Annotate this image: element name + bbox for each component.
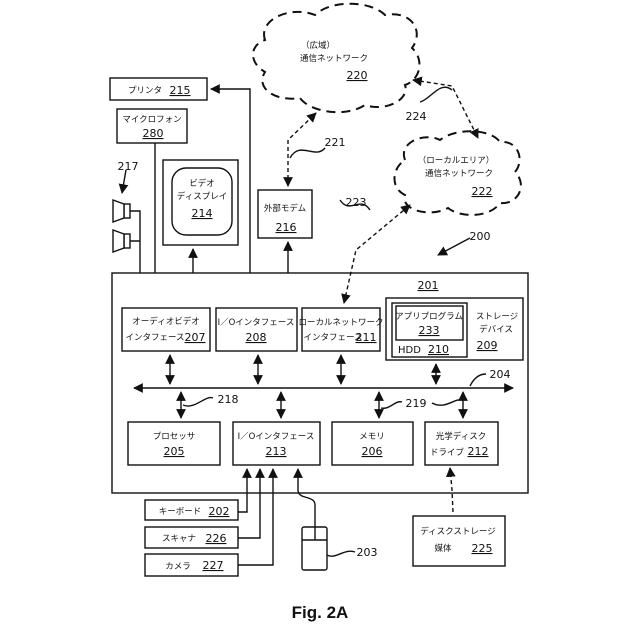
memory-box: メモリ 206: [332, 422, 413, 465]
ref-200: 200: [470, 230, 491, 243]
scanner-box: スキャナ 226: [145, 527, 238, 548]
keyboard-label: キーボード: [159, 507, 202, 517]
lan-interface-box: ローカルネットワーク インタフェース 211: [298, 308, 383, 351]
io-interface-213-box: I／Oインタフェース 213: [233, 422, 320, 465]
storage-label-2: デバイス: [479, 324, 513, 335]
io-208-number: 208: [246, 331, 267, 344]
hdd-number: 210: [428, 343, 449, 356]
io-208-label: I／Oインタフェース: [218, 318, 295, 328]
leader-203: [327, 551, 355, 556]
wan-label-line2: 通信ネットワーク: [300, 53, 368, 64]
camera-label: カメラ: [165, 562, 191, 572]
memory-number: 206: [362, 445, 383, 458]
ref-221: 221: [325, 136, 346, 149]
disk-storage-media-box: ディスクストレージ 媒体 225: [413, 516, 505, 566]
camera-box: カメラ 227: [145, 554, 238, 576]
camera-number: 227: [203, 559, 224, 572]
ref-218: 218: [218, 393, 239, 406]
av-interface-box: オーディオビデオ インタフェース 207: [122, 308, 210, 351]
lan-cloud: （ローカルエリア） 通信ネットワーク 222: [394, 131, 520, 215]
leader-221: [290, 148, 325, 158]
optical-drive-label-1: 光学ディスク: [436, 431, 486, 442]
storage-label-1: ストレージ: [476, 312, 518, 322]
app-program-number: 233: [419, 324, 440, 337]
av-interface-label-2: インタフェース: [125, 333, 184, 343]
wan-number: 220: [347, 69, 368, 82]
hdd-label: HDD: [398, 345, 421, 356]
optical-drive-number: 212: [468, 445, 489, 458]
lan-interface-label-2: インタフェース: [303, 333, 362, 343]
processor-number: 205: [164, 445, 185, 458]
ref-217: 217: [118, 160, 139, 173]
wan-label-line1: （広域）: [301, 40, 335, 51]
memory-label: メモリ: [359, 432, 385, 442]
optical-drive-label-2: ドライブ: [430, 447, 465, 458]
video-display-number: 214: [192, 207, 213, 220]
keyboard-box: キーボード 202: [145, 500, 238, 520]
video-display-label-1: ビデオ: [189, 178, 215, 189]
processor-box: プロセッサ 205: [128, 422, 220, 465]
printer-box: プリンタ 215: [110, 78, 207, 100]
video-display-label-2: ディスプレイ: [177, 191, 227, 202]
microphone-label: マイクロフォン: [122, 115, 181, 125]
storage-number: 209: [477, 339, 498, 352]
ref-224: 224: [406, 110, 427, 123]
arrow-200: [438, 238, 470, 255]
ref-201: 201: [418, 279, 439, 292]
ref-204: 204: [490, 368, 511, 381]
external-modem-box: 外部モデム 216: [258, 190, 312, 238]
scanner-label: スキャナ: [162, 534, 196, 544]
scanner-number: 226: [206, 532, 227, 545]
io-213-label: I／Oインタフェース: [238, 432, 315, 442]
ref-219: 219: [406, 397, 427, 410]
io-interface-208-box: I／Oインタフェース 208: [216, 308, 297, 351]
lan-label-line1: （ローカルエリア）: [418, 155, 495, 166]
microphone-box: マイクロフォン 280: [117, 109, 187, 143]
video-display-box: ビデオ ディスプレイ 214: [163, 160, 238, 245]
lan-label-line2: 通信ネットワーク: [425, 168, 493, 179]
disk-media-label-2: 媒体: [434, 543, 452, 554]
modem-number: 216: [276, 221, 297, 234]
av-interface-label-1: オーディオビデオ: [132, 316, 199, 327]
lan-interface-number: 211: [356, 331, 377, 344]
link-224: [413, 80, 478, 138]
modem-label: 外部モデム: [264, 203, 306, 214]
microphone-number: 280: [143, 127, 164, 140]
storage-device-box: アプリプログラム 233 HDD 210 ストレージ デバイス 209: [386, 298, 523, 360]
app-program-label: アプリプログラム: [395, 311, 463, 322]
processor-label: プロセッサ: [153, 432, 196, 442]
printer-number: 215: [170, 84, 191, 97]
lan-interface-label-1: ローカルネットワーク: [298, 318, 383, 328]
disk-media-number: 225: [472, 542, 493, 555]
leader-224: [420, 87, 452, 102]
optical-drive-box: 光学ディスク ドライブ 212: [425, 422, 498, 465]
printer-label: プリンタ: [128, 86, 162, 96]
io-213-number: 213: [266, 445, 287, 458]
speaker-icon: [124, 204, 130, 218]
wan-cloud: （広域） 通信ネットワーク 220: [253, 4, 419, 112]
disk-media-label-1: ディスクストレージ: [420, 526, 495, 537]
lan-number: 222: [472, 185, 493, 198]
ref-223: 223: [346, 196, 367, 209]
av-interface-number: 207: [185, 331, 206, 344]
speaker-icon: [124, 234, 130, 248]
figure-caption: Fig. 2A: [292, 603, 349, 622]
ref-203: 203: [357, 546, 378, 559]
keyboard-number: 202: [209, 505, 230, 518]
